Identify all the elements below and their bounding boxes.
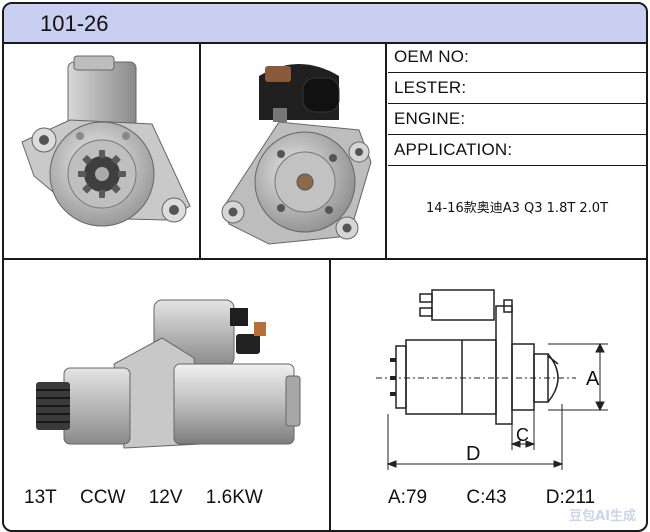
engine-label: ENGINE: [394,109,466,128]
dimension-diagram: A C D [376,289,608,470]
header-bar: 101-26 [4,4,646,44]
dimension-c-value: C:43 [466,487,507,508]
engine-row: ENGINE: [388,104,646,135]
spec-rotation: CCW [80,487,126,508]
oem-label: OEM NO: [394,47,470,66]
application-row: APPLICATION: [388,135,646,166]
spec-teeth: 13T [24,487,57,508]
dimension-label-d: D [466,443,480,465]
application-label: APPLICATION: [394,140,513,159]
dimension-label-c: C [516,425,529,445]
divider [199,42,201,258]
lester-row: LESTER: [388,73,646,104]
application-value: 14-16款奥迪A3 Q3 1.8T 2.0T [425,201,609,216]
divider [385,42,387,258]
divider [329,258,331,530]
watermark: 豆包AI生成 [569,509,636,524]
starter-front-photo [21,55,191,227]
dimension-a-value: A:79 [388,487,428,508]
spec-voltage: 12V [148,487,183,508]
part-number: 101-26 [40,11,109,36]
spec-power: 1.6KW [205,487,263,508]
dimension-footer: A:79 C:43 D:211 [388,487,629,509]
oem-row: OEM NO: [388,42,646,73]
divider [4,258,646,260]
starter-rear-photo [221,64,372,245]
dimension-label-a: A [586,368,600,390]
starter-side-photo [36,299,301,449]
spec-footer: 13T CCW 12V 1.6KW [24,487,324,509]
dimension-d-value: D:211 [545,487,596,508]
lester-label: LESTER: [394,78,467,97]
